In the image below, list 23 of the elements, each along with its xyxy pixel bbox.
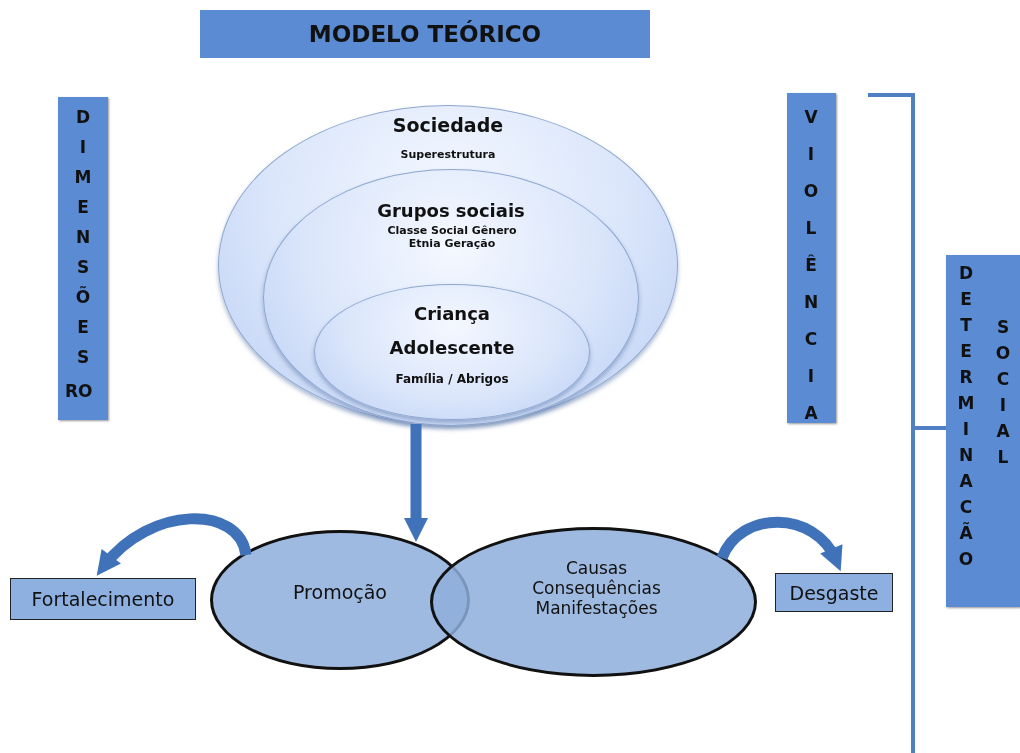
vertical-label: VIOLÊNCIA <box>801 107 821 440</box>
ellipse-label: Família / Abrigos <box>394 372 510 386</box>
vertical-label: DETERMINACÃO <box>956 263 976 575</box>
ellipse-label: Superestrutura <box>399 148 497 161</box>
ellipse-label: Grupos sociais <box>376 200 526 221</box>
ellipse-label: Causas Consequências Manifestações <box>531 558 662 618</box>
vertical-banner <box>946 255 1020 607</box>
ellipse-label: Sociedade <box>391 114 505 136</box>
arrow <box>403 424 429 543</box>
outcome-box <box>775 573 893 612</box>
box-label: Desgaste <box>789 581 879 604</box>
ellipse-label: Promoção <box>292 581 388 603</box>
ellipse-label: Classe Social Gênero Etnia Geração <box>387 224 517 250</box>
ellipse-label: Adolescente <box>388 337 516 358</box>
vertical-banner <box>787 93 836 423</box>
vertical-label: RO <box>65 381 93 401</box>
ellipse-label: Criança <box>412 303 491 324</box>
vertical-banner <box>58 97 108 420</box>
outcome-box <box>10 578 196 620</box>
title-banner: MODELO TEÓRICO <box>200 10 650 58</box>
box-label: Fortalecimento <box>31 588 175 610</box>
vertical-label: DIMENSÕES <box>73 107 93 377</box>
vertical-label: SOCIAL <box>993 317 1013 473</box>
